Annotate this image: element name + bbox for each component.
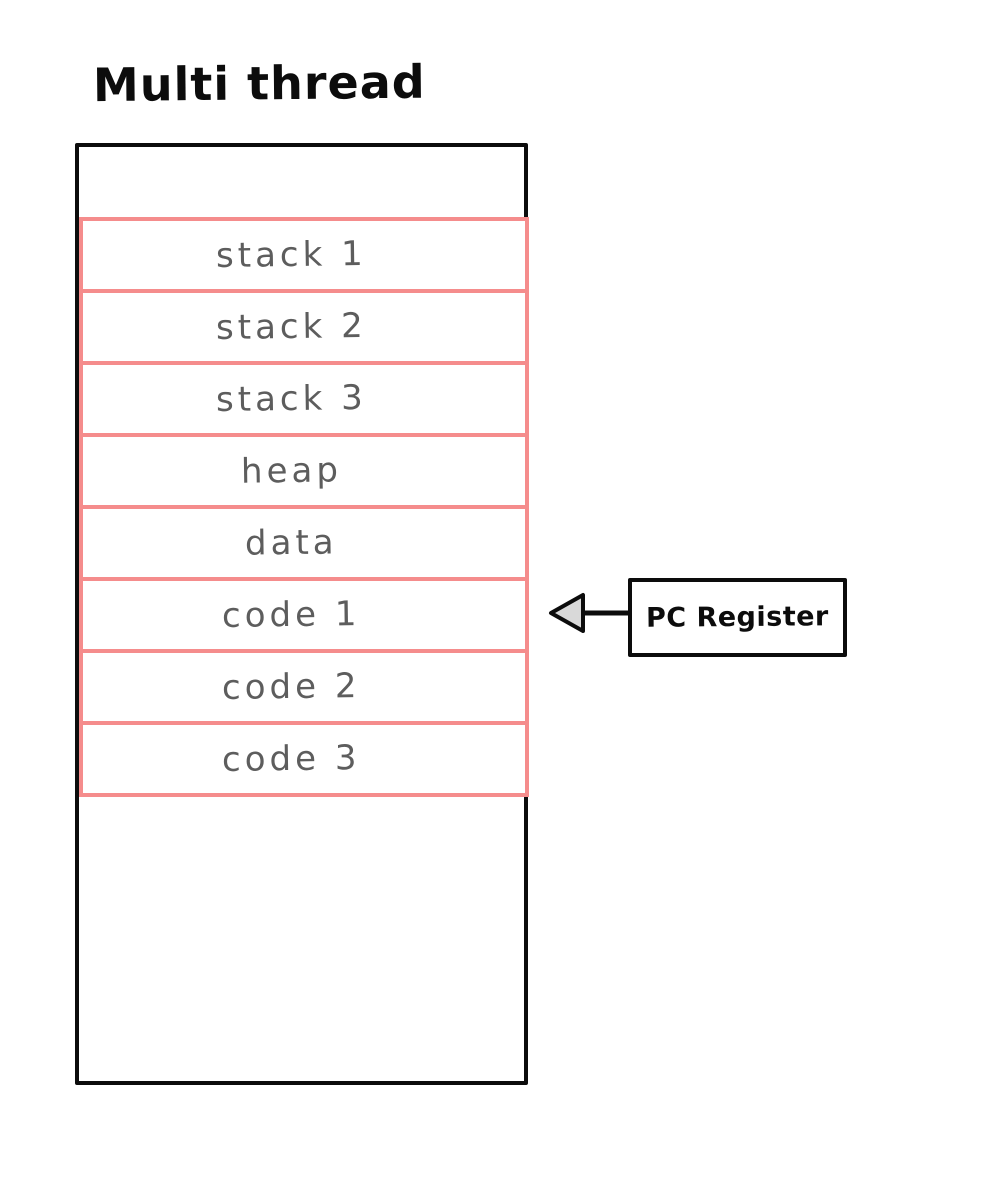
- diagram-title: Multi thread: [92, 54, 426, 113]
- memory-row-heap: heap: [79, 433, 529, 509]
- memory-rows: stack 1 stack 2 stack 3 heap data code 1…: [79, 217, 529, 797]
- memory-row-code1: code 1: [79, 577, 529, 653]
- memory-row-code3: code 3: [79, 721, 529, 797]
- memory-row-label: data: [244, 522, 338, 564]
- pc-register-label: PC Register: [645, 601, 830, 634]
- left-arrow-icon: [549, 593, 634, 633]
- memory-row-stack3: stack 3: [79, 361, 529, 437]
- memory-row-data: data: [79, 505, 529, 581]
- pc-register-box: PC Register: [628, 578, 847, 657]
- memory-row-label: code 1: [221, 594, 361, 636]
- memory-row-label: code 3: [221, 738, 361, 780]
- memory-row-stack1: stack 1: [79, 217, 529, 293]
- memory-row-label: heap: [240, 450, 342, 492]
- memory-row-label: stack 1: [215, 233, 367, 277]
- memory-row-stack2: stack 2: [79, 289, 529, 365]
- memory-row-code2: code 2: [79, 649, 529, 725]
- memory-row-label: stack 3: [215, 377, 367, 421]
- memory-row-label: stack 2: [215, 305, 367, 349]
- memory-row-label: code 2: [221, 666, 361, 708]
